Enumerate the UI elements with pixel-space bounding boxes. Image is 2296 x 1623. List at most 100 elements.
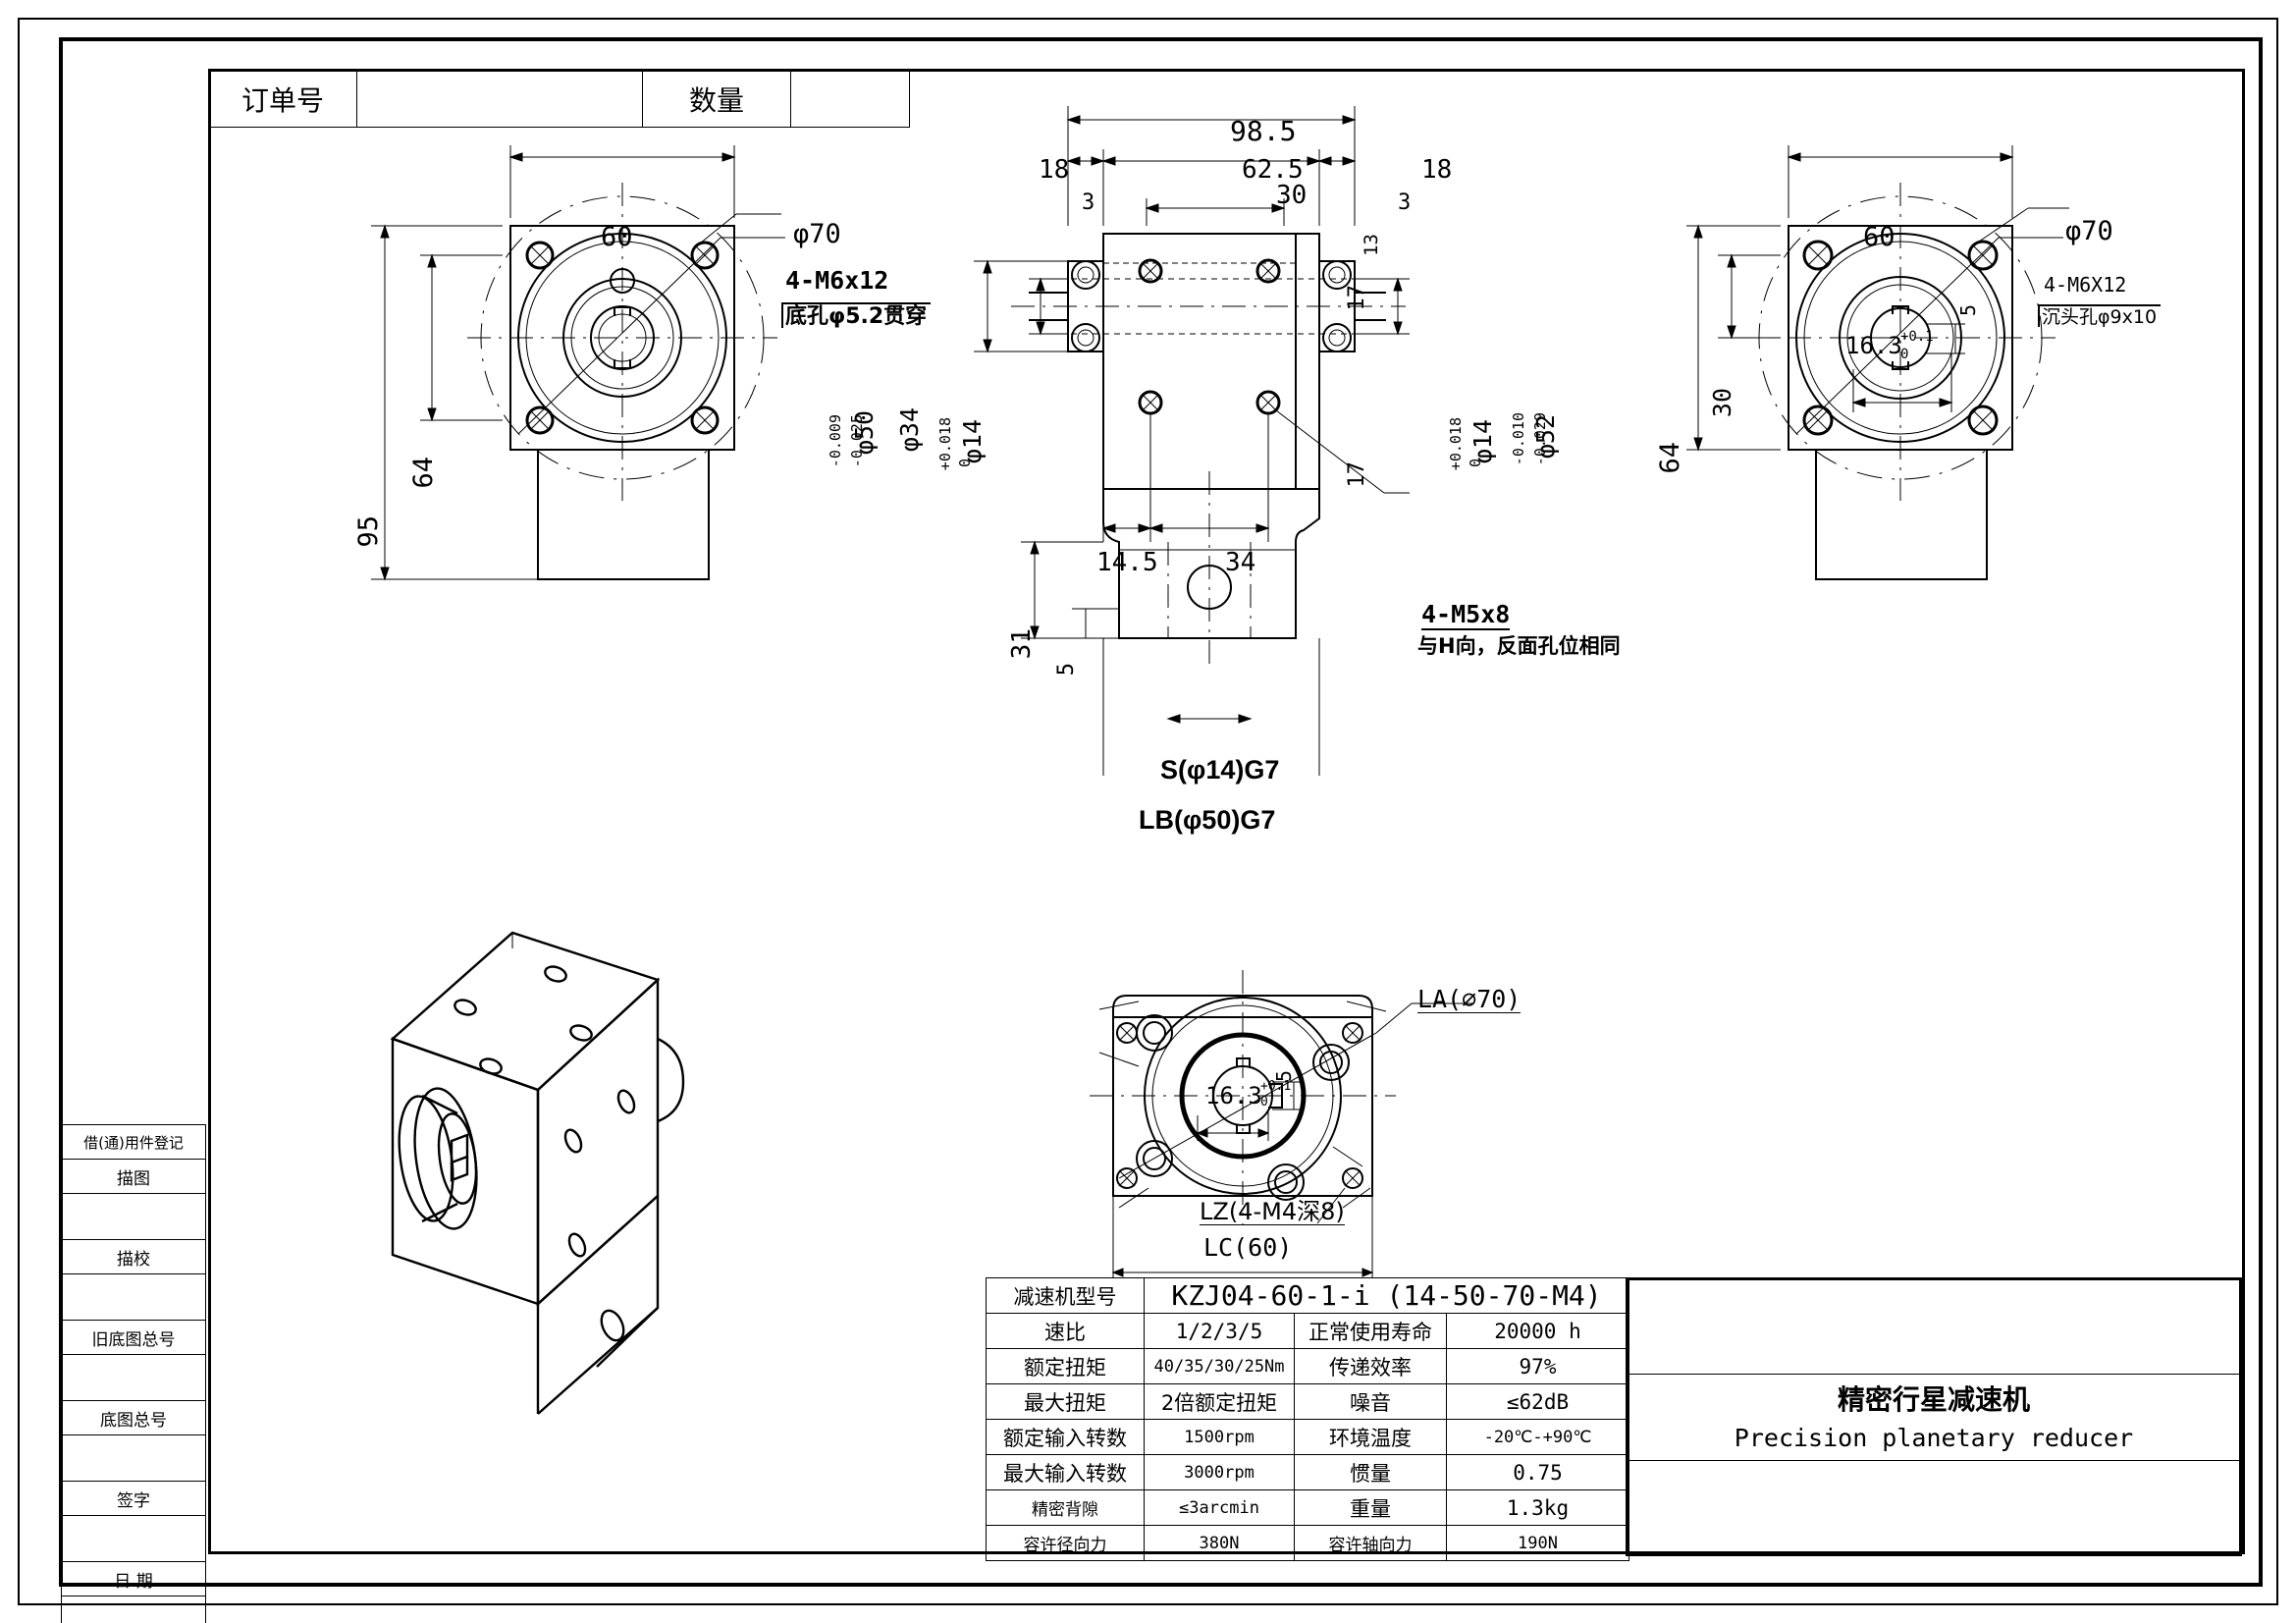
dim-mid-center-625: 62.5	[1242, 155, 1304, 185]
dim-mid-step-right-3: 3	[1398, 190, 1412, 215]
strip-row-date-value[interactable]	[61, 1596, 206, 1623]
table-row: 额定输入转数 1500rpm 环境温度 -20℃-+90℃	[986, 1419, 1629, 1455]
dim-right-key-163: 16.3	[1845, 332, 1902, 359]
note-mid-shaft-fit: S(φ14)G7	[1160, 755, 1280, 784]
dim-mid-bore-50-group: φ50 -0.009 -0.025	[817, 393, 905, 560]
dim-mid-pilot-52-group: φ52 -0.010 -0.029	[1502, 393, 1580, 560]
table-row: 精密背隙 ≤3arcmin 重量 1.3kg	[986, 1489, 1629, 1526]
dim-mid-shaft-14-right: φ14	[1468, 419, 1497, 464]
strip-row-date-label: 日 期	[61, 1561, 206, 1596]
strip-row-trace-value[interactable]	[61, 1193, 206, 1240]
spec-axial-force-value: 190N	[1446, 1525, 1629, 1561]
spec-max-torque-label: 最大扭矩	[986, 1383, 1145, 1420]
spec-efficiency-label: 传递效率	[1294, 1348, 1447, 1384]
table-row: 最大扭矩 2倍额定扭矩 噪音 ≤62dB	[986, 1383, 1629, 1420]
title-block: 精密行星减速机 Precision planetary reducer	[1626, 1277, 2242, 1556]
spec-model-value: KZJ04-60-1-i (14-50-70-M4)	[1144, 1277, 1629, 1314]
order-number-label: 订单号	[208, 71, 357, 128]
table-row: 额定扭矩 40/35/30/25Nm 传递效率 97%	[986, 1348, 1629, 1384]
spec-life-label: 正常使用寿命	[1294, 1313, 1447, 1349]
isometric-view-geometry	[390, 931, 685, 1415]
dim-mid-shaft-14-right-tol-upper: +0.018	[1447, 417, 1465, 471]
dim-right-key-163-tol-lower: 0	[1900, 347, 1909, 362]
note-left-thread: 4-M6x12	[785, 266, 889, 295]
dim-left-width-60: 60	[601, 222, 633, 252]
spec-model-label: 减速机型号	[986, 1277, 1145, 1314]
strip-row-trace-label: 描图	[61, 1159, 206, 1194]
quantity-value[interactable]	[790, 71, 910, 128]
spec-inertia-label: 惯量	[1294, 1454, 1447, 1490]
spec-backlash-label: 精密背隙	[986, 1489, 1145, 1526]
dim-mid-shaft-17b: 17	[1345, 461, 1369, 488]
strip-row-master-value[interactable]	[61, 1434, 206, 1482]
dim-face-key-163-tol-lower: 0	[1260, 1095, 1268, 1109]
spec-temperature-value: -20℃-+90℃	[1446, 1419, 1629, 1455]
dim-mid-total-985: 98.5	[1230, 115, 1297, 147]
dim-mid-bolt-34: 34	[1225, 548, 1256, 577]
dim-mid-flange-34: φ34	[895, 407, 924, 453]
dim-mid-step-left-3: 3	[1082, 190, 1095, 215]
dim-left-bolt-64: 64	[408, 457, 439, 489]
dim-mid-left-18: 18	[1039, 155, 1070, 185]
strip-row-check-value[interactable]	[61, 1273, 206, 1321]
dim-mid-pilot-52-tol-lower: -0.029	[1531, 412, 1549, 466]
title-block-name-cell	[1629, 1375, 2239, 1461]
spec-ratio-label: 速比	[986, 1313, 1145, 1349]
dim-mid-height-5: 5	[1054, 663, 1079, 676]
note-right-thread: 4-M6X12	[2044, 273, 2127, 297]
strip-row-old-master-value[interactable]	[61, 1354, 206, 1401]
dim-mid-right-18: 18	[1421, 155, 1453, 185]
front-view-right-geometry	[1686, 145, 2069, 580]
dim-mid-shaft-14-right-tol-lower: 0	[1467, 459, 1484, 468]
dim-mid-shaft-14-left-tol-upper: +0.018	[936, 417, 954, 471]
dim-right-pcd-70: φ70	[2065, 216, 2113, 246]
dim-face-key-163-tol-upper: +0.1	[1260, 1079, 1292, 1094]
dim-face-key-163: 16.3	[1205, 1082, 1262, 1109]
dim-mid-pilot-52-tol-upper: -0.010	[1510, 412, 1527, 466]
strip-row-signature-label: 签字	[61, 1481, 206, 1516]
strip-row-old-master-label: 旧底图总号	[61, 1320, 206, 1355]
front-view-left-geometry	[371, 145, 785, 581]
dim-left-overall-95: 95	[353, 515, 384, 548]
dim-mid-height-31: 31	[1007, 628, 1037, 660]
spec-rated-torque-value: 40/35/30/25Nm	[1144, 1348, 1295, 1384]
strip-row-check-label: 描校	[61, 1239, 206, 1274]
dim-mid-bolt-145: 14.5	[1096, 548, 1158, 577]
dim-mid-top-30: 30	[1276, 181, 1308, 210]
dim-right-key-5: 5	[1956, 304, 1980, 317]
spec-max-speed-value: 3000rpm	[1144, 1454, 1295, 1490]
dim-right-width-60: 60	[1863, 222, 1896, 252]
spec-rated-speed-label: 额定输入转数	[986, 1419, 1145, 1455]
dim-mid-key-13: 13	[1361, 234, 1382, 256]
dim-mid-bore-50-tol-upper: -0.009	[827, 414, 844, 468]
spec-noise-label: 噪音	[1294, 1383, 1447, 1420]
output-face-view-geometry	[1090, 970, 1474, 1278]
spec-backlash-value: ≤3arcmin	[1144, 1489, 1295, 1526]
spec-radial-force-label: 容许径向力	[986, 1525, 1145, 1561]
spec-rated-speed-value: 1500rpm	[1144, 1419, 1295, 1455]
note-face-lz: LZ(4-M4深8)	[1200, 1198, 1345, 1225]
spec-row-model: 减速机型号 KZJ04-60-1-i (14-50-70-M4)	[986, 1277, 1629, 1314]
dim-mid-shaft-14-left: φ14	[958, 419, 987, 464]
note-mid-thread: 4-M5x8	[1421, 600, 1511, 630]
title-block-top-cell	[1629, 1280, 2239, 1375]
spec-inertia-value: 0.75	[1446, 1454, 1629, 1490]
strip-row-signature-value[interactable]	[61, 1515, 206, 1562]
sheet-inner-border	[59, 37, 2263, 1587]
quantity-label: 数量	[642, 71, 791, 128]
note-mid-pilot-fit: LB(φ50)G7	[1139, 805, 1276, 835]
order-number-value[interactable]	[356, 71, 643, 128]
note-right-counterbore: 沉头孔φ9x10	[2038, 304, 2162, 327]
spec-ratio-value: 1/2/3/5	[1144, 1313, 1295, 1349]
sheet-outer-border	[18, 18, 2278, 1605]
strip-row-master-label: 底图总号	[61, 1400, 206, 1435]
spec-noise-value: ≤62dB	[1446, 1383, 1629, 1420]
dim-mid-shaft-17a: 17	[1345, 285, 1369, 311]
table-row: 速比 1/2/3/5 正常使用寿命 20000 h	[986, 1313, 1629, 1349]
table-row: 容许径向力 380N 容许轴向力 190N	[986, 1525, 1629, 1561]
note-left-pilot-hole: 底孔φ5.2贯穿	[781, 302, 932, 328]
spec-weight-label: 重量	[1294, 1489, 1447, 1526]
note-face-lc: LC(60)	[1203, 1233, 1293, 1262]
left-records-strip: 借(通)用件登记 描图 描校 旧底图总号 底图总号 签字 日 期	[61, 1124, 206, 1623]
